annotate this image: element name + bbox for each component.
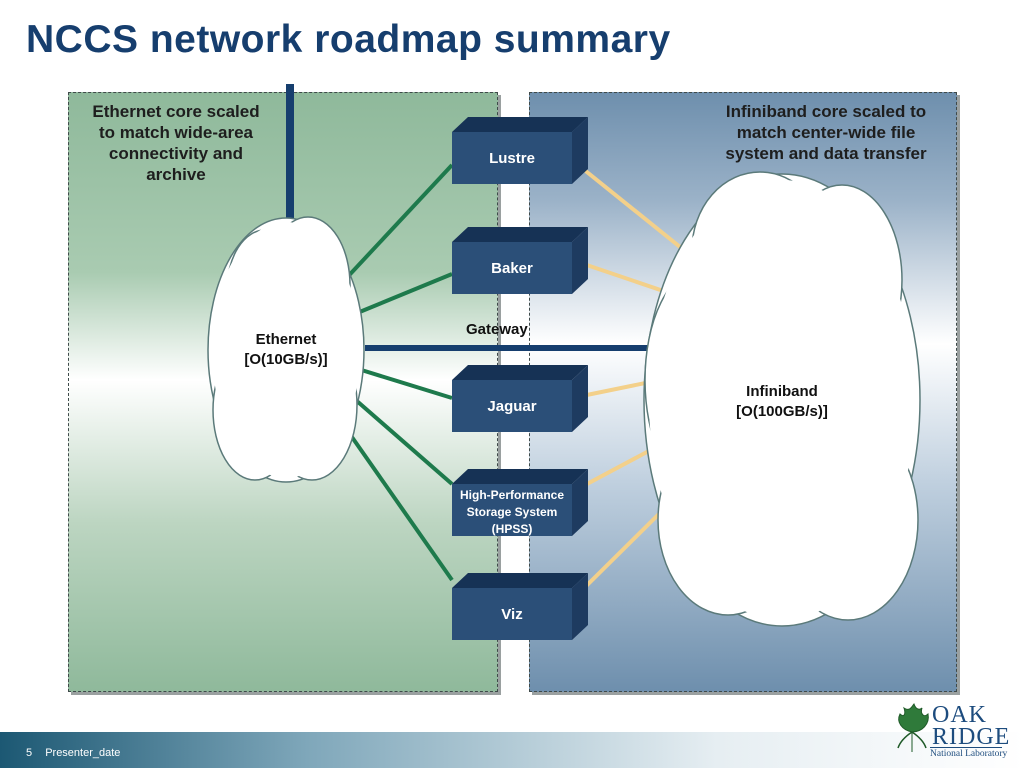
ethernet-link-viz [338, 418, 454, 582]
slide-title: NCCS network roadmap summary [26, 18, 671, 61]
infiniband-link-lustre [570, 158, 692, 257]
lustre-box-3d [452, 117, 588, 184]
ethernet-link-baker [344, 272, 453, 320]
infiniband-cloud-bandwidth: [O(100GB/s)] [736, 403, 828, 420]
slide-footer-text: 5 Presenter_date [26, 747, 120, 759]
hpss-node: High-Performance Storage System (HPSS) [452, 486, 572, 538]
hpss-label-line: Storage System [466, 504, 558, 519]
logo-text-oak: OAK [932, 702, 987, 728]
ethernet-caption-line: connectivity and [108, 144, 244, 163]
presenter-date: Presenter_date [45, 747, 121, 759]
jaguar-node: Jaguar [452, 380, 572, 432]
slide-page-number: 5 [26, 747, 33, 759]
viz-box-3d [452, 573, 588, 640]
logo-divider [930, 747, 1002, 748]
system-boxes [452, 117, 588, 640]
baker-box-3d [452, 227, 588, 294]
baker-node: Baker [452, 242, 572, 294]
ethernet-link-jaguar [354, 366, 453, 400]
lustre-node: Lustre [452, 132, 572, 184]
lustre-label: Lustre [489, 149, 535, 167]
viz-node: Viz [452, 588, 572, 640]
ethernet-links [338, 163, 454, 582]
infiniband-caption-line: system and data transfer [725, 144, 927, 163]
hpss-label-line: High-Performance [459, 487, 565, 502]
logo-text-lab: National Laboratory [930, 749, 1008, 759]
ethernet-link-lustre [338, 163, 454, 287]
oak-leaf-icon [897, 703, 929, 752]
infiniband-caption-line: Infiniband core scaled to [725, 102, 927, 121]
hpss-box-3d [452, 469, 588, 536]
infiniband-cloud-label: Infiniband [O(100GB/s)] [712, 382, 852, 422]
ethernet-panel-caption: Ethernet core scaled to match wide-area … [70, 101, 282, 185]
ethernet-cloud-label: Ethernet [O(10GB/s)] [226, 330, 346, 370]
infiniband-caption-line: match center-wide file [736, 123, 916, 142]
oak-ridge-logo: OAK RIDGE National Laboratory [892, 700, 1009, 760]
ethernet-caption-line: archive [146, 165, 206, 184]
logo-text-ridge: RIDGE [932, 724, 1011, 750]
jaguar-box-3d [452, 365, 588, 432]
viz-label: Viz [501, 605, 523, 623]
ethernet-caption-line: to match wide-area [99, 123, 253, 142]
infiniband-panel-caption: Infiniband core scaled to match center-w… [700, 101, 952, 164]
gateway-label: Gateway [466, 321, 528, 338]
slide-footer-bar [0, 732, 1024, 768]
infiniband-cloud-name: Infiniband [746, 383, 818, 400]
ethernet-cloud-bandwidth: [O(10GB/s)] [244, 351, 328, 368]
baker-label: Baker [491, 259, 533, 277]
hpss-label-line: (HPSS) [491, 521, 533, 536]
ethernet-caption-line: Ethernet core scaled [92, 102, 260, 121]
jaguar-label: Jaguar [487, 397, 537, 415]
ethernet-link-hpss [348, 393, 454, 486]
ethernet-cloud-name: Ethernet [255, 331, 317, 348]
